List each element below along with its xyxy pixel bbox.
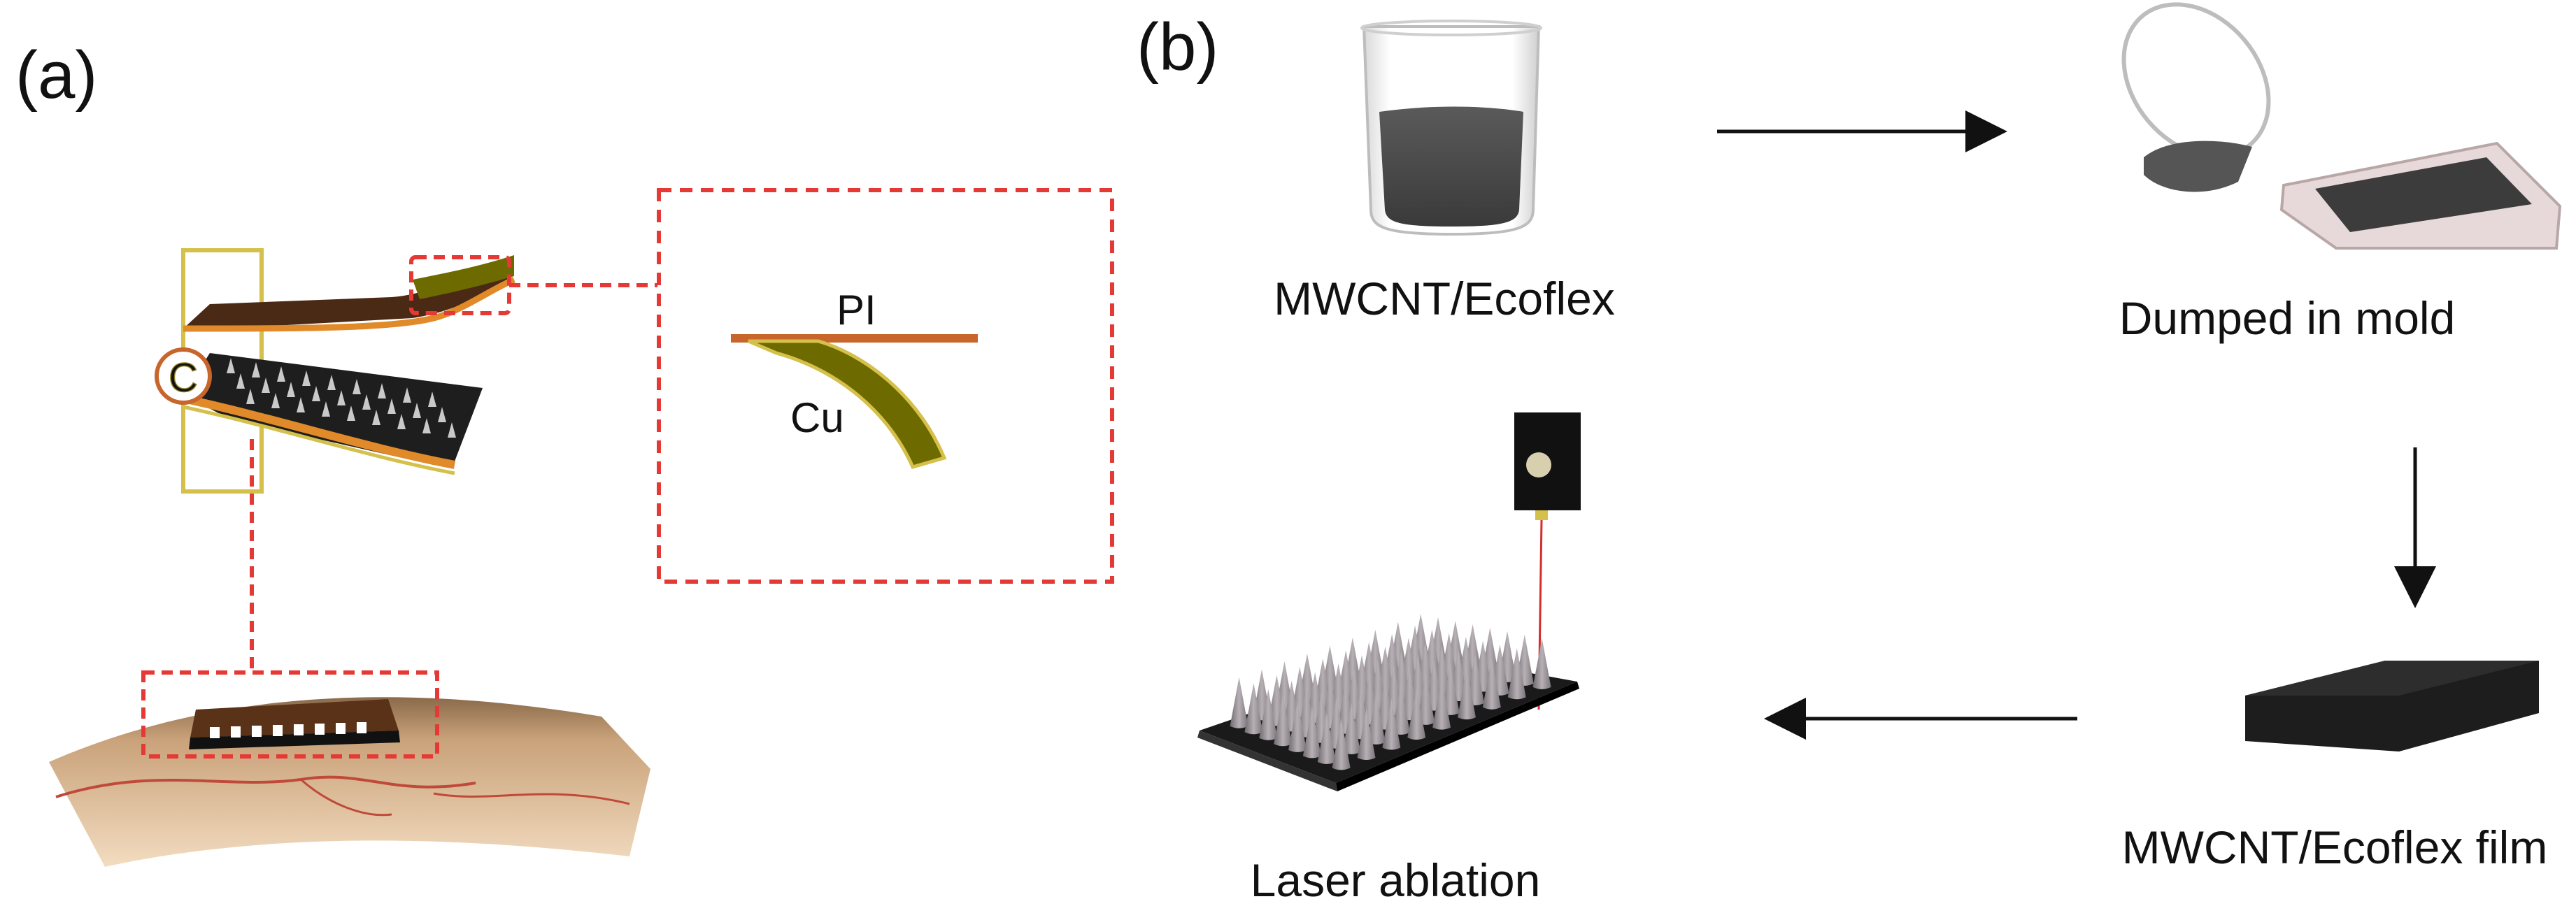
ablated-cone xyxy=(1332,719,1351,770)
micro-cone xyxy=(362,394,371,410)
step-label-laser-ablation: Laser ablation xyxy=(1251,854,1541,906)
ablated-cone xyxy=(1532,638,1551,689)
capacitor-symbol: C xyxy=(155,347,212,405)
laser-ablation-illustration xyxy=(1197,412,1581,791)
inset-cu-label: Cu xyxy=(790,394,844,441)
step-label-mwcnt-ecoflex-film: MWCNT/Ecoflex film xyxy=(2122,821,2548,873)
micro-cone xyxy=(277,366,285,382)
ablated-cone xyxy=(1288,700,1307,752)
mwcnt-film-illustration xyxy=(2245,661,2539,752)
micro-cone xyxy=(322,401,330,417)
micro-cone xyxy=(252,362,260,378)
inset-box xyxy=(657,188,1114,584)
micro-cone xyxy=(312,386,320,401)
bottom-sensor-layer xyxy=(182,353,483,475)
micro-cone xyxy=(353,379,361,394)
capacitor-label: C xyxy=(169,355,198,401)
ablated-cone xyxy=(1432,678,1451,730)
step-label-mwcnt-ecoflex: MWCNT/Ecoflex xyxy=(1274,273,1615,324)
panel-a-label: (a) xyxy=(15,38,97,113)
top-electrode-strip xyxy=(183,255,515,332)
panel-b-label: (b) xyxy=(1137,10,1218,85)
micro-cone xyxy=(438,407,446,422)
micro-cone-array xyxy=(227,358,456,438)
beaker-illustration xyxy=(1360,20,1542,236)
micro-cone xyxy=(287,382,295,397)
micro-cone xyxy=(428,391,436,407)
step-label-dumped-in-mold: Dumped in mold xyxy=(2119,292,2456,344)
inset-bilayer xyxy=(731,334,978,470)
ablated-cone xyxy=(1274,695,1293,747)
ablated-cone xyxy=(1457,668,1476,720)
ablated-cone xyxy=(1482,658,1501,710)
micro-cone xyxy=(448,422,456,438)
micro-cone xyxy=(337,390,346,405)
micro-cone xyxy=(372,410,380,425)
micro-cone xyxy=(422,418,431,433)
ablated-cone xyxy=(1302,707,1321,759)
ablated-cone xyxy=(1342,703,1361,754)
ablated-cone xyxy=(1259,689,1278,740)
micro-cone xyxy=(387,398,396,414)
ablated-cone xyxy=(1507,648,1526,700)
micro-cone xyxy=(227,358,235,373)
mold-pouring-illustration xyxy=(2121,2,2562,250)
ablated-cone xyxy=(1230,677,1248,728)
micro-cone xyxy=(378,383,386,398)
micro-cone xyxy=(413,403,421,418)
micro-cone xyxy=(327,375,336,390)
ablated-cone xyxy=(1357,708,1376,760)
micro-cone xyxy=(347,405,355,421)
ablated-cone xyxy=(1382,698,1401,750)
micro-cone xyxy=(403,387,411,403)
ablated-cone xyxy=(1407,689,1426,740)
skin-callout-box xyxy=(141,670,439,759)
micro-cone xyxy=(246,389,255,404)
micro-cone xyxy=(302,371,311,386)
skin-mounted-sensor xyxy=(189,699,400,749)
micro-cone xyxy=(262,378,270,393)
ablated-cone xyxy=(1416,673,1435,725)
ablated-cone xyxy=(1244,683,1263,735)
micro-cone xyxy=(236,373,245,389)
inset-pi-label: PI xyxy=(837,287,876,333)
micro-cone xyxy=(397,414,406,429)
ablated-cone xyxy=(1367,693,1386,745)
laser-ablated-cone-array xyxy=(1230,614,1551,770)
micro-cone xyxy=(271,393,280,408)
ablated-cone xyxy=(1317,712,1336,764)
ablated-cone xyxy=(1391,683,1410,735)
micro-cone xyxy=(297,397,305,412)
